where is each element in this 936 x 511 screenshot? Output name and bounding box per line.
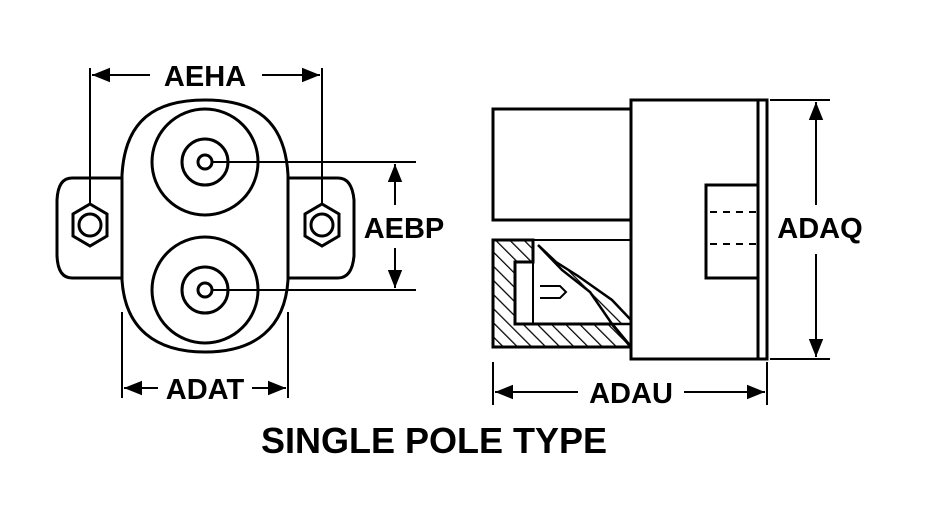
lower-plug-section bbox=[491, 238, 635, 349]
front-view: AEHA AEBP ADAT bbox=[55, 61, 445, 406]
adat-dimension: ADAT bbox=[121, 312, 289, 406]
left-hex-nut bbox=[71, 202, 109, 248]
pin-window bbox=[704, 183, 760, 280]
aeha-dimension: AEHA bbox=[89, 61, 323, 204]
aebp-dimension: AEBP bbox=[212, 161, 445, 291]
adaq-dimension: ADAQ bbox=[770, 99, 863, 360]
figure-caption: SINGLE POLE TYPE bbox=[261, 420, 607, 461]
right-hex-nut bbox=[303, 202, 341, 248]
adat-label: ADAT bbox=[166, 374, 245, 406]
adau-dimension: ADAU bbox=[492, 362, 768, 410]
aebp-label: AEBP bbox=[364, 213, 445, 245]
right-mounting-ear bbox=[288, 176, 356, 280]
adaq-label: ADAQ bbox=[777, 213, 862, 245]
side-view: ADAQ ADAU bbox=[491, 98, 863, 410]
left-mounting-ear bbox=[55, 176, 122, 280]
connector-housing bbox=[629, 98, 760, 361]
adau-label: ADAU bbox=[589, 378, 673, 410]
aeha-label: AEHA bbox=[164, 61, 246, 93]
upper-plug-barrel bbox=[491, 107, 633, 222]
